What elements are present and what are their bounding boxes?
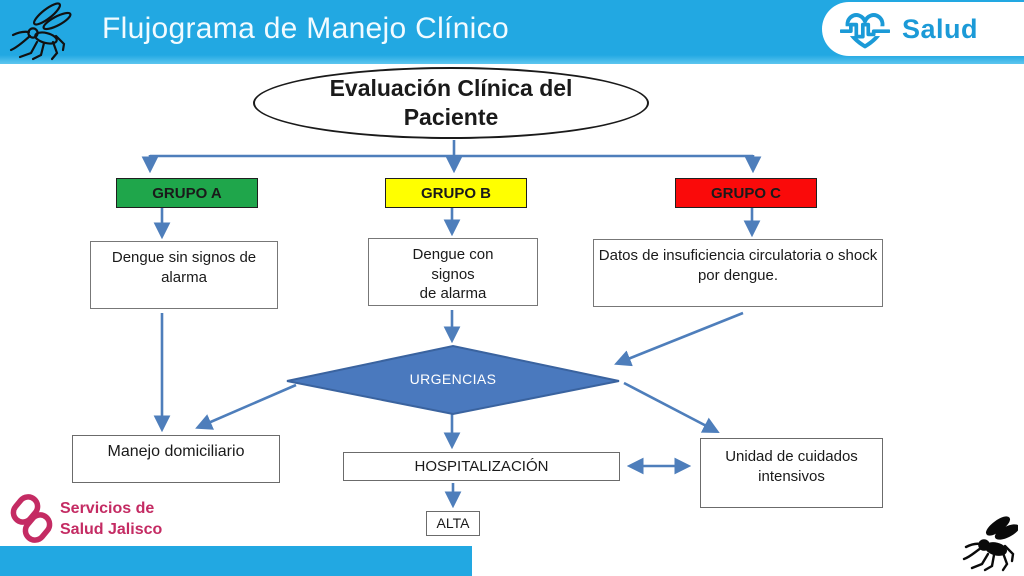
salud-jalisco-logo-text: Servicios de Salud Jalisco xyxy=(60,499,162,541)
hospitalization-node: HOSPITALIZACIÓN xyxy=(343,452,620,481)
decision-label: URGENCIAS xyxy=(409,371,497,387)
salud-brand-text: Salud xyxy=(902,13,979,44)
bottom-accent-bar xyxy=(0,546,472,576)
salud-logo: Salud xyxy=(822,2,1024,56)
group-b-description: Dengue con signos de alarma xyxy=(368,238,538,306)
group-c-description: Datos de insuficiencia circulatoria o sh… xyxy=(593,239,883,307)
salud-jalisco-logo-icon xyxy=(10,494,53,543)
group-a-label: GRUPO A xyxy=(152,184,222,202)
mosquito-icon xyxy=(9,2,72,61)
group-c-label: GRUPO C xyxy=(710,184,781,202)
root-node: Evaluación Clínica del Paciente xyxy=(253,67,649,139)
home-care-node: Manejo domiciliario xyxy=(72,435,280,483)
group-b-node: GRUPO B xyxy=(385,178,527,208)
group-b-label: GRUPO B xyxy=(420,184,491,202)
org-line1: Servicios de xyxy=(60,500,155,517)
group-a-description: Dengue sin signos de alarma xyxy=(90,241,278,309)
icu-node: Unidad de cuidados intensivos xyxy=(700,438,883,508)
page-title: Flujograma de Manejo Clínico xyxy=(102,12,509,45)
group-c-node: GRUPO C xyxy=(675,178,817,208)
heart-pulse-icon xyxy=(840,13,890,49)
mosquito-silhouette-icon xyxy=(962,516,1018,572)
discharge-node: ALTA xyxy=(426,511,480,536)
group-a-node: GRUPO A xyxy=(116,178,258,208)
header-bar: Flujograma de Manejo Clínico Salud xyxy=(0,0,1024,64)
org-line2: Salud Jalisco xyxy=(60,520,163,538)
root-node-label: Evaluación Clínica del Paciente xyxy=(329,75,573,130)
decision-diamond xyxy=(286,344,620,416)
